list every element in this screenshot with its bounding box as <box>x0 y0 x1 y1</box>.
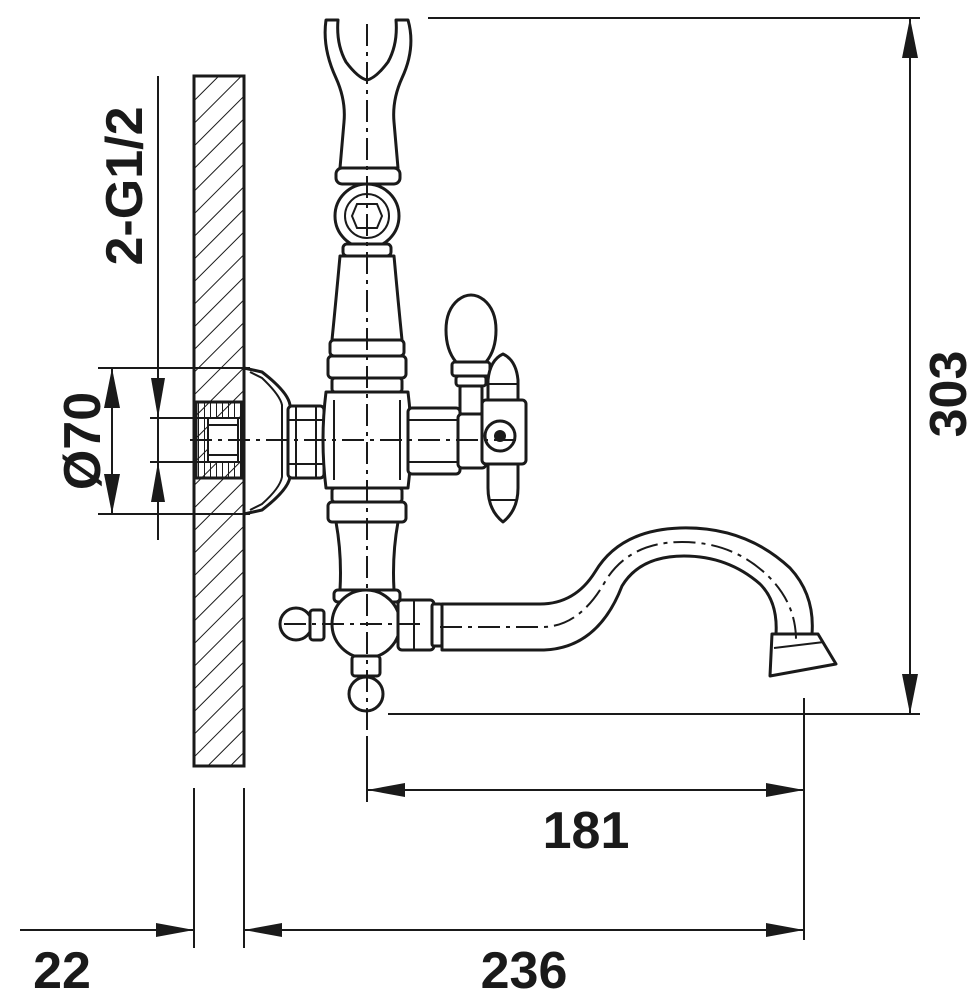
dimension-height: 303 <box>388 17 978 715</box>
valve-assembly <box>406 293 528 524</box>
diverter-and-spout <box>278 526 838 713</box>
total-depth-label: 236 <box>481 942 568 1000</box>
shower-holder-fork <box>323 18 413 170</box>
spout-reach-label: 181 <box>543 802 630 860</box>
cross-handle-icon <box>480 352 528 524</box>
wall-offset-label: 22 <box>33 942 91 1000</box>
spout <box>440 526 814 652</box>
dimension-spout-reach: 181 <box>366 698 805 940</box>
dimension-thread: 2-G1/2 <box>96 76 240 540</box>
flange-diameter-label: Ø70 <box>54 392 112 490</box>
wall-section <box>192 74 246 768</box>
hex-connector <box>286 404 326 480</box>
centerlines <box>190 24 797 748</box>
dimension-flange-diameter: Ø70 <box>54 367 250 515</box>
dimension-wall: 22 236 <box>20 788 804 1000</box>
thread-label: 2-G1/2 <box>96 107 154 266</box>
height-label: 303 <box>920 351 978 438</box>
aerator <box>768 632 838 678</box>
